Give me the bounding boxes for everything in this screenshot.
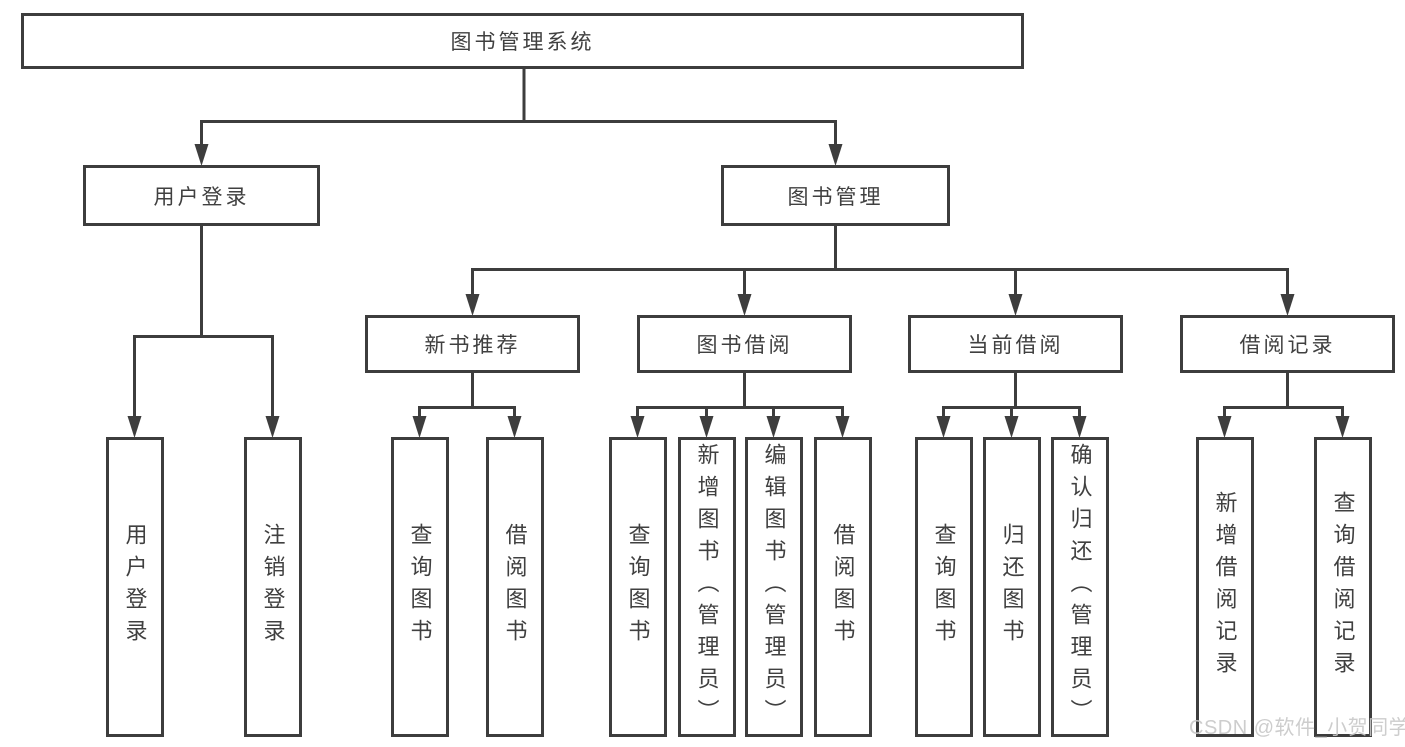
arrow-down-icon	[465, 294, 480, 316]
connector-line	[1223, 371, 1344, 419]
node-label: 当前借阅	[967, 334, 1064, 357]
node-label: 编辑图书（管理员）	[761, 443, 787, 731]
node-label: 借阅记录	[1239, 334, 1336, 357]
node-label: 归还图书	[999, 523, 1025, 651]
node-label: 新增借阅记录	[1212, 491, 1238, 683]
arrow-down-icon	[1072, 416, 1087, 438]
node-label: 借阅图书	[830, 523, 856, 651]
arrow-down-icon	[412, 416, 427, 438]
node-label: 查询图书	[407, 523, 433, 651]
node-query-books-borrowing: 查询图书	[608, 437, 667, 737]
arrow-down-icon	[1217, 416, 1232, 438]
node-borrowing-records: 借阅记录	[1180, 315, 1395, 373]
connector-line	[133, 225, 274, 418]
node-return-books: 归还图书	[982, 437, 1041, 737]
arrow-down-icon	[1280, 294, 1295, 316]
node-current-borrowing: 当前借阅	[908, 315, 1123, 373]
node-confirm-return-admin: 确认归还（管理员）	[1050, 437, 1109, 737]
node-label: 查询图书	[931, 523, 957, 651]
node-label: 图书管理系统	[450, 31, 595, 54]
arrow-down-icon	[1004, 416, 1019, 438]
connector-line	[636, 371, 844, 419]
node-new-book-recommendation: 新书推荐	[365, 315, 580, 373]
node-book-management: 图书管理	[721, 165, 950, 226]
connector-line	[200, 68, 837, 147]
node-label: 新书推荐	[424, 334, 521, 357]
arrow-down-icon	[630, 416, 645, 438]
arrow-down-icon	[1335, 416, 1350, 438]
node-label: 用户登录	[153, 185, 250, 209]
node-label: 图书借阅	[696, 334, 793, 357]
connector-line	[471, 225, 1289, 297]
node-library-management-system: 图书管理系统	[21, 13, 1024, 69]
node-label: 图书管理	[787, 185, 884, 209]
node-edit-book-admin: 编辑图书（管理员）	[744, 437, 803, 737]
arrow-down-icon	[127, 416, 142, 438]
arrow-down-icon	[265, 416, 280, 438]
node-logout: 注销登录	[243, 437, 302, 737]
node-label: 查询图书	[625, 523, 651, 651]
node-user-login: 用户登录	[83, 165, 320, 226]
arrow-down-icon	[936, 416, 951, 438]
arrow-down-icon	[194, 144, 209, 166]
arrow-down-icon	[835, 416, 850, 438]
node-query-books-current: 查询图书	[914, 437, 973, 737]
arrow-down-icon	[1008, 294, 1023, 316]
node-label: 借阅图书	[502, 523, 528, 651]
node-label: 新增图书（管理员）	[694, 443, 720, 731]
arrow-down-icon	[766, 416, 781, 438]
node-add-borrow-record: 新增借阅记录	[1195, 437, 1254, 737]
node-borrow-books-borrowing: 借阅图书	[813, 437, 872, 737]
arrow-down-icon	[828, 144, 843, 166]
arrow-down-icon	[699, 416, 714, 438]
node-book-borrowing: 图书借阅	[637, 315, 852, 373]
node-label: 确认归还（管理员）	[1067, 443, 1093, 731]
node-user-login-leaf: 用户登录	[105, 437, 164, 737]
connector-line	[418, 371, 516, 419]
node-label: 查询借阅记录	[1330, 491, 1356, 683]
node-label: 用户登录	[122, 523, 148, 651]
node-query-books-recommend: 查询图书	[390, 437, 449, 737]
connector-line	[942, 371, 1081, 419]
node-add-book-admin: 新增图书（管理员）	[677, 437, 736, 737]
node-query-borrow-record: 查询借阅记录	[1313, 437, 1372, 737]
arrow-down-icon	[507, 416, 522, 438]
watermark-text: CSDN @软件_小贺同学	[1189, 717, 1405, 739]
arrow-down-icon	[737, 294, 752, 316]
node-label: 注销登录	[260, 523, 286, 651]
node-borrow-books-recommend: 借阅图书	[485, 437, 544, 737]
